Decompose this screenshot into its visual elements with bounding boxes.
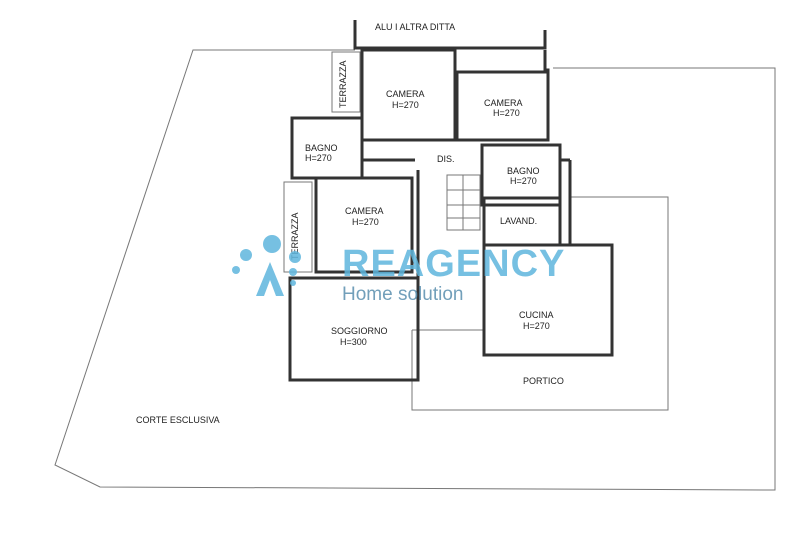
label-camera2-height: H=270 [493, 108, 520, 118]
label-lavand: LAVAND. [500, 216, 537, 226]
label-terrazza-mid: TERRAZZA [290, 212, 300, 260]
labels: ALU I ALTRA DITTA TERRAZZA CAMERA H=270 … [136, 22, 564, 425]
label-bagno2-height: H=270 [510, 176, 537, 186]
walls [283, 20, 614, 382]
label-soggiorno-height: H=300 [340, 337, 367, 347]
logo-tagline: Home solution [342, 284, 463, 305]
label-soggiorno: SOGGIORNO [331, 326, 388, 336]
label-bagno1: BAGNO [305, 143, 338, 153]
label-camera3-height: H=270 [352, 217, 379, 227]
label-camera3: CAMERA [345, 206, 384, 216]
lot-boundary [54, 49, 776, 491]
label-camera1: CAMERA [386, 89, 425, 99]
label-cucina: CUCINA [519, 310, 554, 320]
label-cucina-height: H=270 [523, 321, 550, 331]
label-corte: CORTE ESCLUSIVA [136, 415, 220, 425]
logo-brand: REAGENCY [342, 243, 565, 285]
label-portico: PORTICO [523, 376, 564, 386]
label-camera1-height: H=270 [392, 100, 419, 110]
label-bagno2: BAGNO [507, 166, 540, 176]
portico-outline [411, 196, 669, 411]
label-camera2: CAMERA [484, 98, 523, 108]
watermark-logo: REAGENCY Home solution [232, 235, 565, 305]
label-terrazza-top: TERRAZZA [338, 60, 348, 108]
logo-dots-icon [232, 235, 301, 296]
label-dis: DIS. [437, 154, 455, 164]
label-neighbor: ALU I ALTRA DITTA [375, 22, 455, 32]
label-bagno1-height: H=270 [305, 153, 332, 163]
